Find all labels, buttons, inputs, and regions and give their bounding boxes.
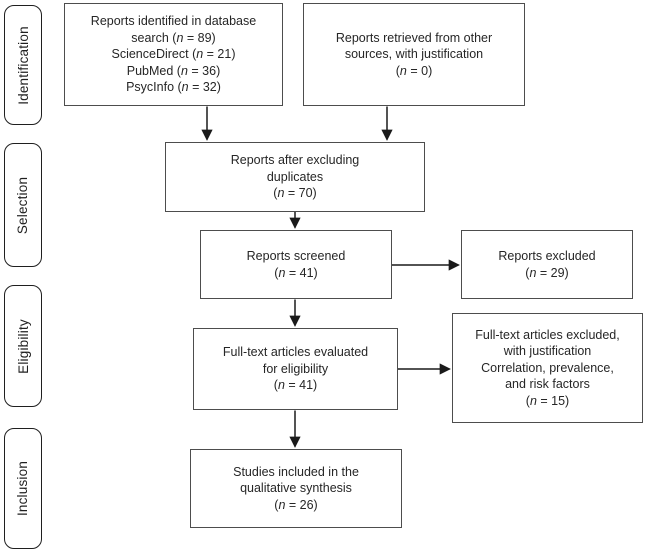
stage-selection-label: Selection (15, 176, 31, 234)
stage-identification: Identification (4, 5, 42, 125)
box-text-line: Reports screened (246, 249, 346, 263)
stage-selection: Selection (4, 143, 42, 267)
box-reports-screened: Reports screened (n = 41) (200, 230, 392, 299)
box-text-line: (n = 0) (395, 63, 433, 78)
stage-inclusion: Inclusion (4, 428, 42, 549)
box-text-line: (n = 41) (274, 265, 318, 280)
box-text-line: PubMed (n = 36) (126, 63, 221, 78)
box-text-line: Full-text articles evaluated (222, 345, 369, 360)
stage-eligibility-label: Eligibility (15, 318, 31, 374)
box-text-line: Reports identified in database (90, 14, 257, 29)
box-text-line: PsycInfo (n = 32) (126, 80, 221, 95)
box-text-line: sources, with justification (344, 47, 484, 62)
box-studies-included: Studies included in the qualitative synt… (190, 449, 402, 528)
box-text-line: (n = 29) (525, 265, 569, 280)
stage-identification-label: Identification (15, 25, 31, 105)
box-text-line: for eligibility (262, 361, 329, 376)
box-fulltext-evaluated: Full-text articles evaluated for eligibi… (193, 328, 398, 410)
box-text-line: qualitative synthesis (240, 481, 352, 496)
box-text-line: with justification (503, 344, 592, 359)
box-text-line: ScienceDirect (n = 21) (111, 47, 236, 62)
box-text-line: and risk factors (505, 377, 590, 392)
box-fulltext-excluded: Full-text articles excluded, with justif… (452, 313, 643, 423)
box-reports-excluded: Reports excluded (n = 29) (461, 230, 633, 299)
box-text-line: (n = 41) (273, 378, 318, 393)
box-text-line: Reports retrieved from other (335, 30, 493, 45)
box-text-line: Full-text articles excluded, (475, 327, 620, 342)
box-text-line: (n = 15) (525, 393, 570, 408)
box-text-line: (n = 70) (273, 186, 317, 201)
box-text-line: Studies included in the (233, 464, 359, 479)
box-text-line: Reports after excluding (230, 153, 360, 168)
box-other-sources: Reports retrieved from other sources, wi… (303, 3, 525, 106)
box-text-line: Reports excluded (498, 249, 596, 263)
box-text-line: Correlation, prevalence, (481, 360, 614, 375)
box-reports-identified: Reports identified in database search (n… (64, 3, 283, 106)
stage-inclusion-label: Inclusion (15, 460, 31, 517)
box-text-line: search (n = 89) (131, 30, 216, 45)
box-text-line: duplicates (266, 169, 324, 184)
stage-eligibility: Eligibility (4, 285, 42, 407)
box-text-line: (n = 26) (274, 497, 318, 512)
box-after-duplicates: Reports after excluding duplicates (n = … (165, 142, 425, 212)
